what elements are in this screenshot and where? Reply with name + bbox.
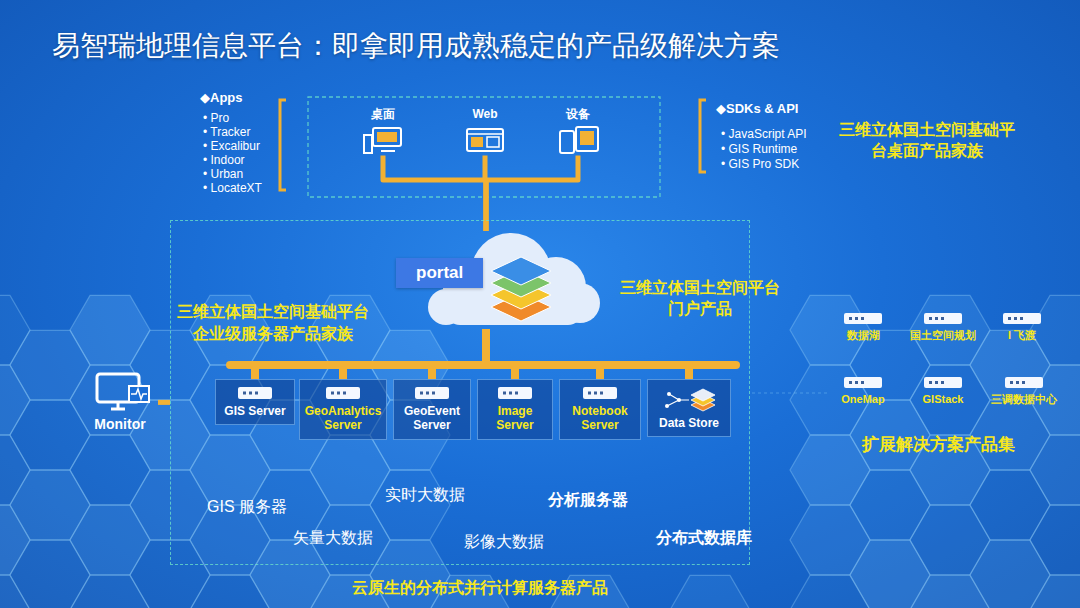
hexagon-tile xyxy=(1030,295,1080,364)
extension-product-label: I 飞渡 xyxy=(990,329,1054,342)
page-title: 易智瑞地理信息平台：即拿即用成熟稳定的产品级解决方案 xyxy=(52,27,780,65)
extension-guide xyxy=(752,393,830,394)
client-terminal-label: 桌面 xyxy=(353,107,413,121)
extension-product: 三调数据中心 xyxy=(988,376,1060,406)
srv-icon xyxy=(237,386,273,400)
category-label: GIS 服务器 xyxy=(207,497,287,518)
list-heading: ◆SDKs & API xyxy=(716,101,798,118)
connector-bar xyxy=(486,329,515,379)
dev-icon xyxy=(556,125,600,155)
extension-product: OneMap xyxy=(833,376,893,406)
extension-product-label: GIStack xyxy=(901,393,985,406)
extension-product-label: 三调数据中心 xyxy=(988,393,1060,406)
portal-cloud: portal xyxy=(366,231,606,329)
connector-bar xyxy=(432,329,486,379)
client-terminal: 桌面 xyxy=(353,107,413,155)
server-product-label: GIS Server xyxy=(219,404,291,418)
extension-product-label: 数据湖 xyxy=(833,329,893,342)
sdk-item: • GIS Runtime xyxy=(721,142,797,158)
server-product: Notebook Server xyxy=(559,379,641,440)
hexagon-tile xyxy=(1030,435,1080,504)
server-product: Image Server xyxy=(477,379,553,440)
desk-icon xyxy=(361,125,405,155)
ext-icon xyxy=(843,376,883,389)
extension-product: 国土空间规划 xyxy=(901,312,985,342)
enterprise-server-frame-label: 三维立体国土空间基础平台 企业级服务器产品家族 xyxy=(173,301,373,344)
web-icon xyxy=(463,125,507,155)
portal-cloud-label: portal xyxy=(396,258,483,288)
server-product: Data Store xyxy=(647,379,731,437)
family-caption: 三维立体国土空间平台 门户产品 xyxy=(612,278,788,320)
server-product: GeoAnalytics Server xyxy=(299,379,387,440)
connector-bar xyxy=(343,329,486,379)
hexagon-tile xyxy=(1030,505,1080,574)
app-item: • Excalibur xyxy=(203,139,260,155)
extension-product: I 飞渡 xyxy=(990,312,1054,342)
ext-icon xyxy=(843,312,883,325)
server-product: GeoEvent Server xyxy=(393,379,471,440)
family-caption: 三维立体国土空间基础平台桌面产品家族 xyxy=(838,120,1016,162)
srv-icon xyxy=(325,386,361,400)
server-product-label: GeoEvent Server xyxy=(397,404,467,433)
connector-bar xyxy=(486,329,600,379)
family-caption: 扩展解决方案产品集 xyxy=(862,434,1015,456)
sdk-bracket xyxy=(700,100,706,172)
extension-product: 数据湖 xyxy=(833,312,893,342)
server-product-label: Data Store xyxy=(651,416,727,430)
server-product-label: Notebook Server xyxy=(563,404,637,433)
app-item: • Pro xyxy=(203,111,229,127)
store-icon xyxy=(661,386,717,412)
extension-product-label: OneMap xyxy=(833,393,893,406)
app-item: • Tracker xyxy=(203,125,251,141)
app-item: • LocateXT xyxy=(203,181,262,197)
category-label: 分析服务器 xyxy=(548,490,628,511)
category-label: 实时大数据 xyxy=(385,485,465,506)
hexagon-tile xyxy=(370,470,450,539)
client-terminal: 设备 xyxy=(548,107,608,155)
extension-product: GIStack xyxy=(901,376,985,406)
mon-icon xyxy=(89,372,151,412)
extension-product-label: 国土空间规划 xyxy=(901,329,985,342)
client-terminal: Web xyxy=(455,107,515,155)
sdk-item: • JavaScript API xyxy=(721,127,807,143)
connector-bar xyxy=(158,400,170,405)
list-heading: ◆Apps xyxy=(200,90,243,107)
app-item: • Urban xyxy=(203,167,243,183)
apps-bracket xyxy=(280,100,286,190)
hexagon-pattern xyxy=(0,295,1080,608)
server-product: GIS Server xyxy=(215,379,295,425)
monitor-terminal: Monitor xyxy=(82,372,158,433)
server-product-label: Image Server xyxy=(481,404,549,433)
sdk-item: • GIS Pro SDK xyxy=(721,157,799,173)
client-terminal-label: Web xyxy=(455,107,515,121)
connector-bar xyxy=(486,329,689,379)
ext-icon xyxy=(923,312,963,325)
category-label: 分布式数据库 xyxy=(656,528,752,549)
client-terminal-label: 设备 xyxy=(548,107,608,121)
srv-icon xyxy=(582,386,618,400)
server-product-label: GeoAnalytics Server xyxy=(303,404,383,433)
category-label: 影像大数据 xyxy=(464,532,544,553)
ext-icon xyxy=(1004,376,1044,389)
srv-icon xyxy=(497,386,533,400)
hexagon-tile xyxy=(670,575,750,608)
monitor-terminal-label: Monitor xyxy=(82,416,158,433)
app-item: • Indoor xyxy=(203,153,245,169)
srv-icon xyxy=(414,386,450,400)
ext-icon xyxy=(1002,312,1042,325)
hexagon-tile xyxy=(1030,575,1080,608)
category-label: 矢量大数据 xyxy=(293,528,373,549)
ext-icon xyxy=(923,376,963,389)
footer-caption: 云原生的分布式并行计算服务器产品 xyxy=(352,578,608,599)
